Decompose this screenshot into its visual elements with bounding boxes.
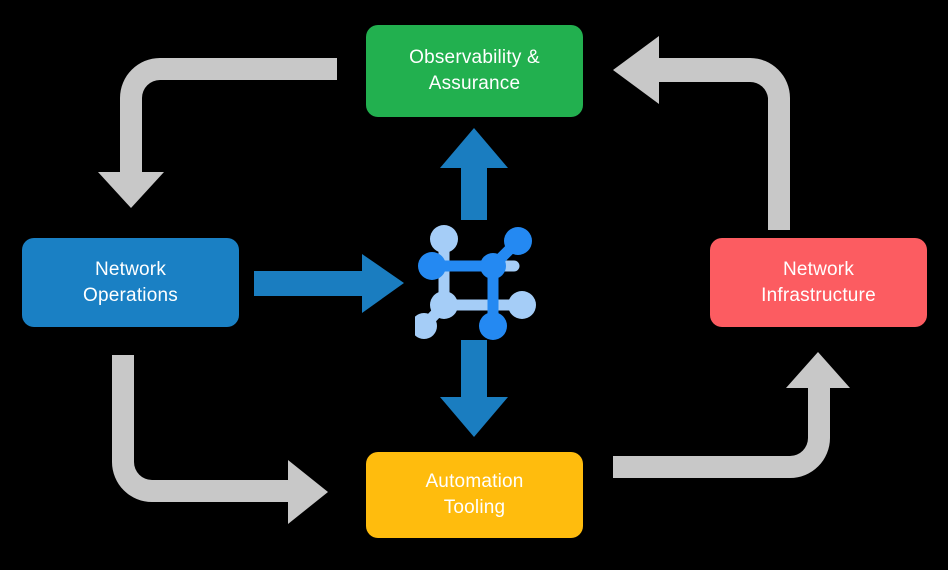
node-network-operations[interactable]: Network Operations: [22, 238, 239, 327]
node-network-infrastructure-label: Network Infrastructure: [761, 258, 876, 306]
node-network-operations-label: Network Operations: [83, 258, 178, 306]
node-network-infrastructure[interactable]: Network Infrastructure: [710, 238, 927, 327]
arrow-right-from-operations: [254, 254, 404, 313]
flow-observability-to-operations-arrow: [98, 58, 337, 208]
icon-node-right-mid: [508, 291, 536, 319]
network-topology-icon: [415, 225, 536, 340]
icon-node-bottom-left: [415, 313, 437, 339]
flow-operations-to-automation-arrow: [112, 355, 328, 524]
arrow-down-to-automation: [440, 340, 508, 437]
icon-node-left-hub: [418, 252, 446, 280]
flow-infrastructure-to-observability-arrow: [613, 36, 790, 230]
icon-node-center-hub: [480, 253, 506, 279]
node-automation-tooling[interactable]: Automation Tooling: [366, 452, 583, 538]
icon-node-left-mid: [430, 291, 458, 319]
flow-automation-to-infrastructure-arrow: [613, 352, 850, 478]
arrow-up-to-observability: [440, 128, 508, 220]
node-observability-assurance-label: Observability & Assurance: [409, 47, 540, 94]
icon-node-bottom-center: [479, 312, 507, 340]
node-automation-tooling-label: Automation Tooling: [425, 471, 524, 518]
icon-node-top-right: [504, 227, 532, 255]
icon-node-top: [430, 225, 458, 253]
node-observability-assurance[interactable]: Observability & Assurance: [366, 25, 583, 117]
